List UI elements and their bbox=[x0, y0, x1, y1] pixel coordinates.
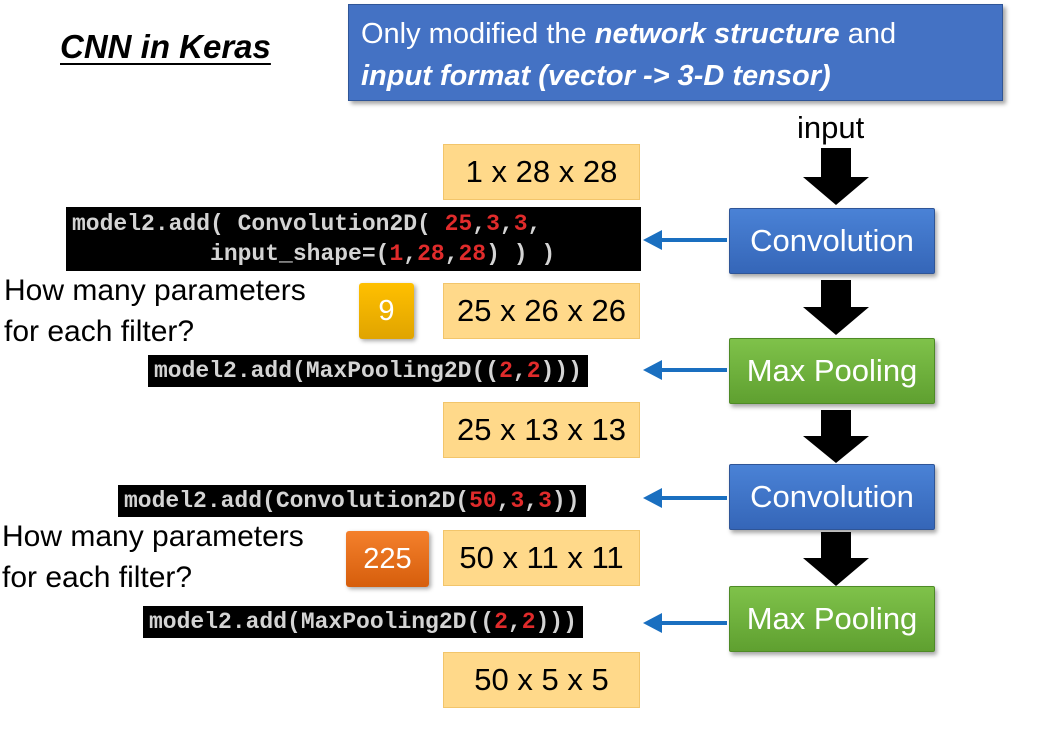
question-text: How many parameters for each filter? bbox=[4, 274, 306, 349]
arrow-head-icon bbox=[643, 230, 662, 250]
down-arrow-icon bbox=[803, 280, 869, 335]
arrow-head-icon bbox=[643, 613, 662, 633]
tensor-shape-box: 25 x 13 x 13 bbox=[443, 402, 640, 458]
note-text: Only modified the bbox=[361, 18, 595, 50]
question-text: How many parameters for each filter? bbox=[2, 520, 304, 595]
code-pool2: model2.add(MaxPooling2D((2,2))) bbox=[143, 606, 583, 638]
down-arrow-icon bbox=[803, 410, 869, 463]
max-pooling-layer-block: Max Pooling bbox=[729, 586, 935, 652]
convolution-layer-block: Convolution bbox=[729, 464, 935, 530]
note-emphasis: network structure bbox=[594, 18, 840, 50]
answer-badge: 9 bbox=[359, 283, 414, 339]
down-arrow-icon bbox=[803, 532, 869, 586]
note-emphasis: input format (vector -> 3-D tensor) bbox=[361, 60, 831, 93]
input-label: input bbox=[797, 110, 865, 145]
arrow-head-icon bbox=[643, 488, 662, 508]
answer-badge: 225 bbox=[346, 531, 429, 587]
tensor-shape-box: 50 x 11 x 11 bbox=[443, 530, 640, 586]
note-box: Only modified the network structure and … bbox=[348, 4, 1003, 101]
code-pool1: model2.add(MaxPooling2D((2,2))) bbox=[148, 355, 588, 387]
code-conv2: model2.add(Convolution2D(50,3,3)) bbox=[118, 485, 586, 517]
code-conv1: model2.add( Convolution2D( 25,3,3, input… bbox=[66, 207, 641, 271]
slide-title: CNN in Keras bbox=[60, 28, 271, 65]
tensor-shape-box: 25 x 26 x 26 bbox=[443, 283, 640, 339]
down-arrow-icon bbox=[803, 148, 869, 205]
note-text: and bbox=[839, 18, 897, 50]
convolution-layer-block: Convolution bbox=[729, 208, 935, 274]
arrow-head-icon bbox=[643, 360, 662, 380]
tensor-shape-box: 50 x 5 x 5 bbox=[443, 652, 640, 708]
max-pooling-layer-block: Max Pooling bbox=[729, 338, 935, 404]
tensor-shape-box: 1 x 28 x 28 bbox=[443, 144, 640, 200]
